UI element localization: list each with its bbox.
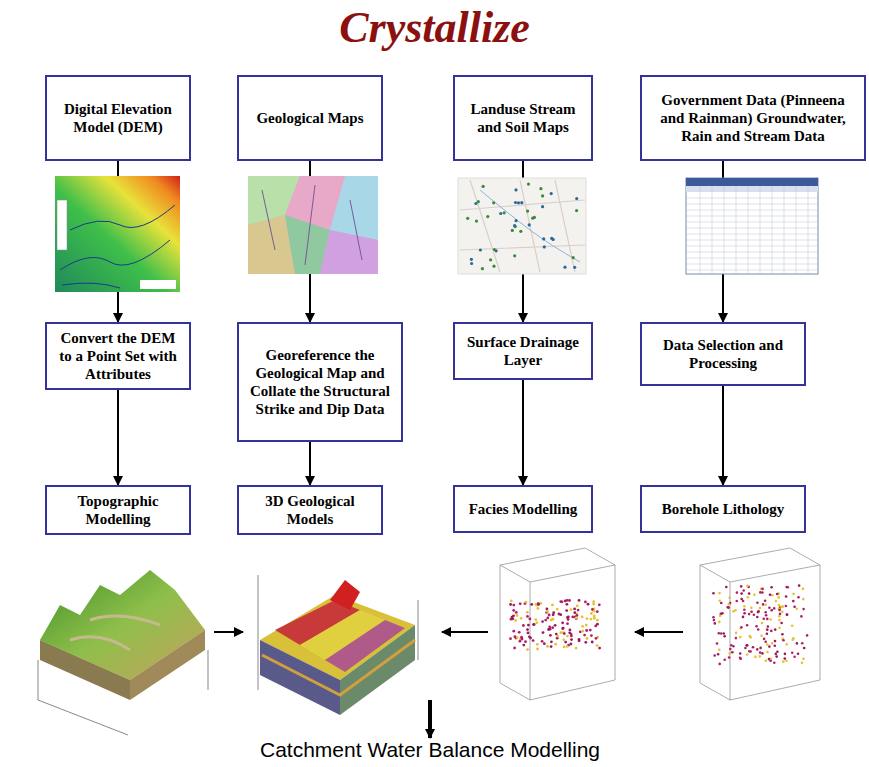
box-text: 3D Geological Models xyxy=(245,492,375,528)
process-box: Facies Modelling xyxy=(453,485,593,533)
terrain-model-image xyxy=(38,570,208,735)
box-text: Topographic Modelling xyxy=(53,492,183,528)
box-text: Convert the DEM to a Point Set with Attr… xyxy=(53,329,183,383)
spreadsheet-grid xyxy=(686,186,818,274)
box-text: Surface Drainage Layer xyxy=(461,333,585,369)
box-text: Facies Modelling xyxy=(469,500,578,518)
process-box: Surface Drainage Layer xyxy=(453,322,593,380)
data-points xyxy=(509,599,601,651)
process-box: Convert the DEM to a Point Set with Attr… xyxy=(45,322,191,390)
diagram-title: Crystallize xyxy=(0,2,869,53)
spreadsheet-image xyxy=(686,178,818,274)
process-box: Georeference the Geological Map and Coll… xyxy=(237,322,403,442)
process-box: Landuse Stream and Soil Maps xyxy=(453,75,593,161)
box-text: Data Selection and Processing xyxy=(648,336,798,372)
facies-cube-image xyxy=(500,548,615,700)
box-text: Georeference the Geological Map and Coll… xyxy=(245,346,395,418)
box-text: Government Data (Pinneena and Rainman) G… xyxy=(648,91,858,145)
flow-arrow xyxy=(522,380,524,485)
process-box: Borehole Lithology xyxy=(640,485,806,533)
process-box: Topographic Modelling xyxy=(45,485,191,535)
flow-arrow xyxy=(309,442,311,485)
output-label: Catchment Water Balance Modelling xyxy=(260,738,600,762)
borehole-cube-image xyxy=(700,548,820,700)
data-points xyxy=(466,183,578,271)
process-box: Data Selection and Processing xyxy=(640,322,806,386)
flow-arrow xyxy=(722,386,724,485)
box-text: Digital Elevation Model (DEM) xyxy=(53,100,183,136)
box-text: Borehole Lithology xyxy=(662,500,785,518)
process-box: Geological Maps xyxy=(237,75,383,161)
process-box: Government Data (Pinneena and Rainman) G… xyxy=(640,75,866,161)
flow-arrows xyxy=(214,632,683,738)
geological-model-image xyxy=(258,575,418,715)
data-points xyxy=(712,584,808,665)
geological-map-image xyxy=(248,176,378,274)
landuse-map-image xyxy=(458,178,586,274)
flow-arrow xyxy=(117,390,119,485)
process-box: Digital Elevation Model (DEM) xyxy=(45,75,191,161)
box-text: Geological Maps xyxy=(256,109,363,127)
dem-image xyxy=(55,176,180,292)
box-text: Landuse Stream and Soil Maps xyxy=(461,100,585,136)
process-box: 3D Geological Models xyxy=(237,485,383,535)
